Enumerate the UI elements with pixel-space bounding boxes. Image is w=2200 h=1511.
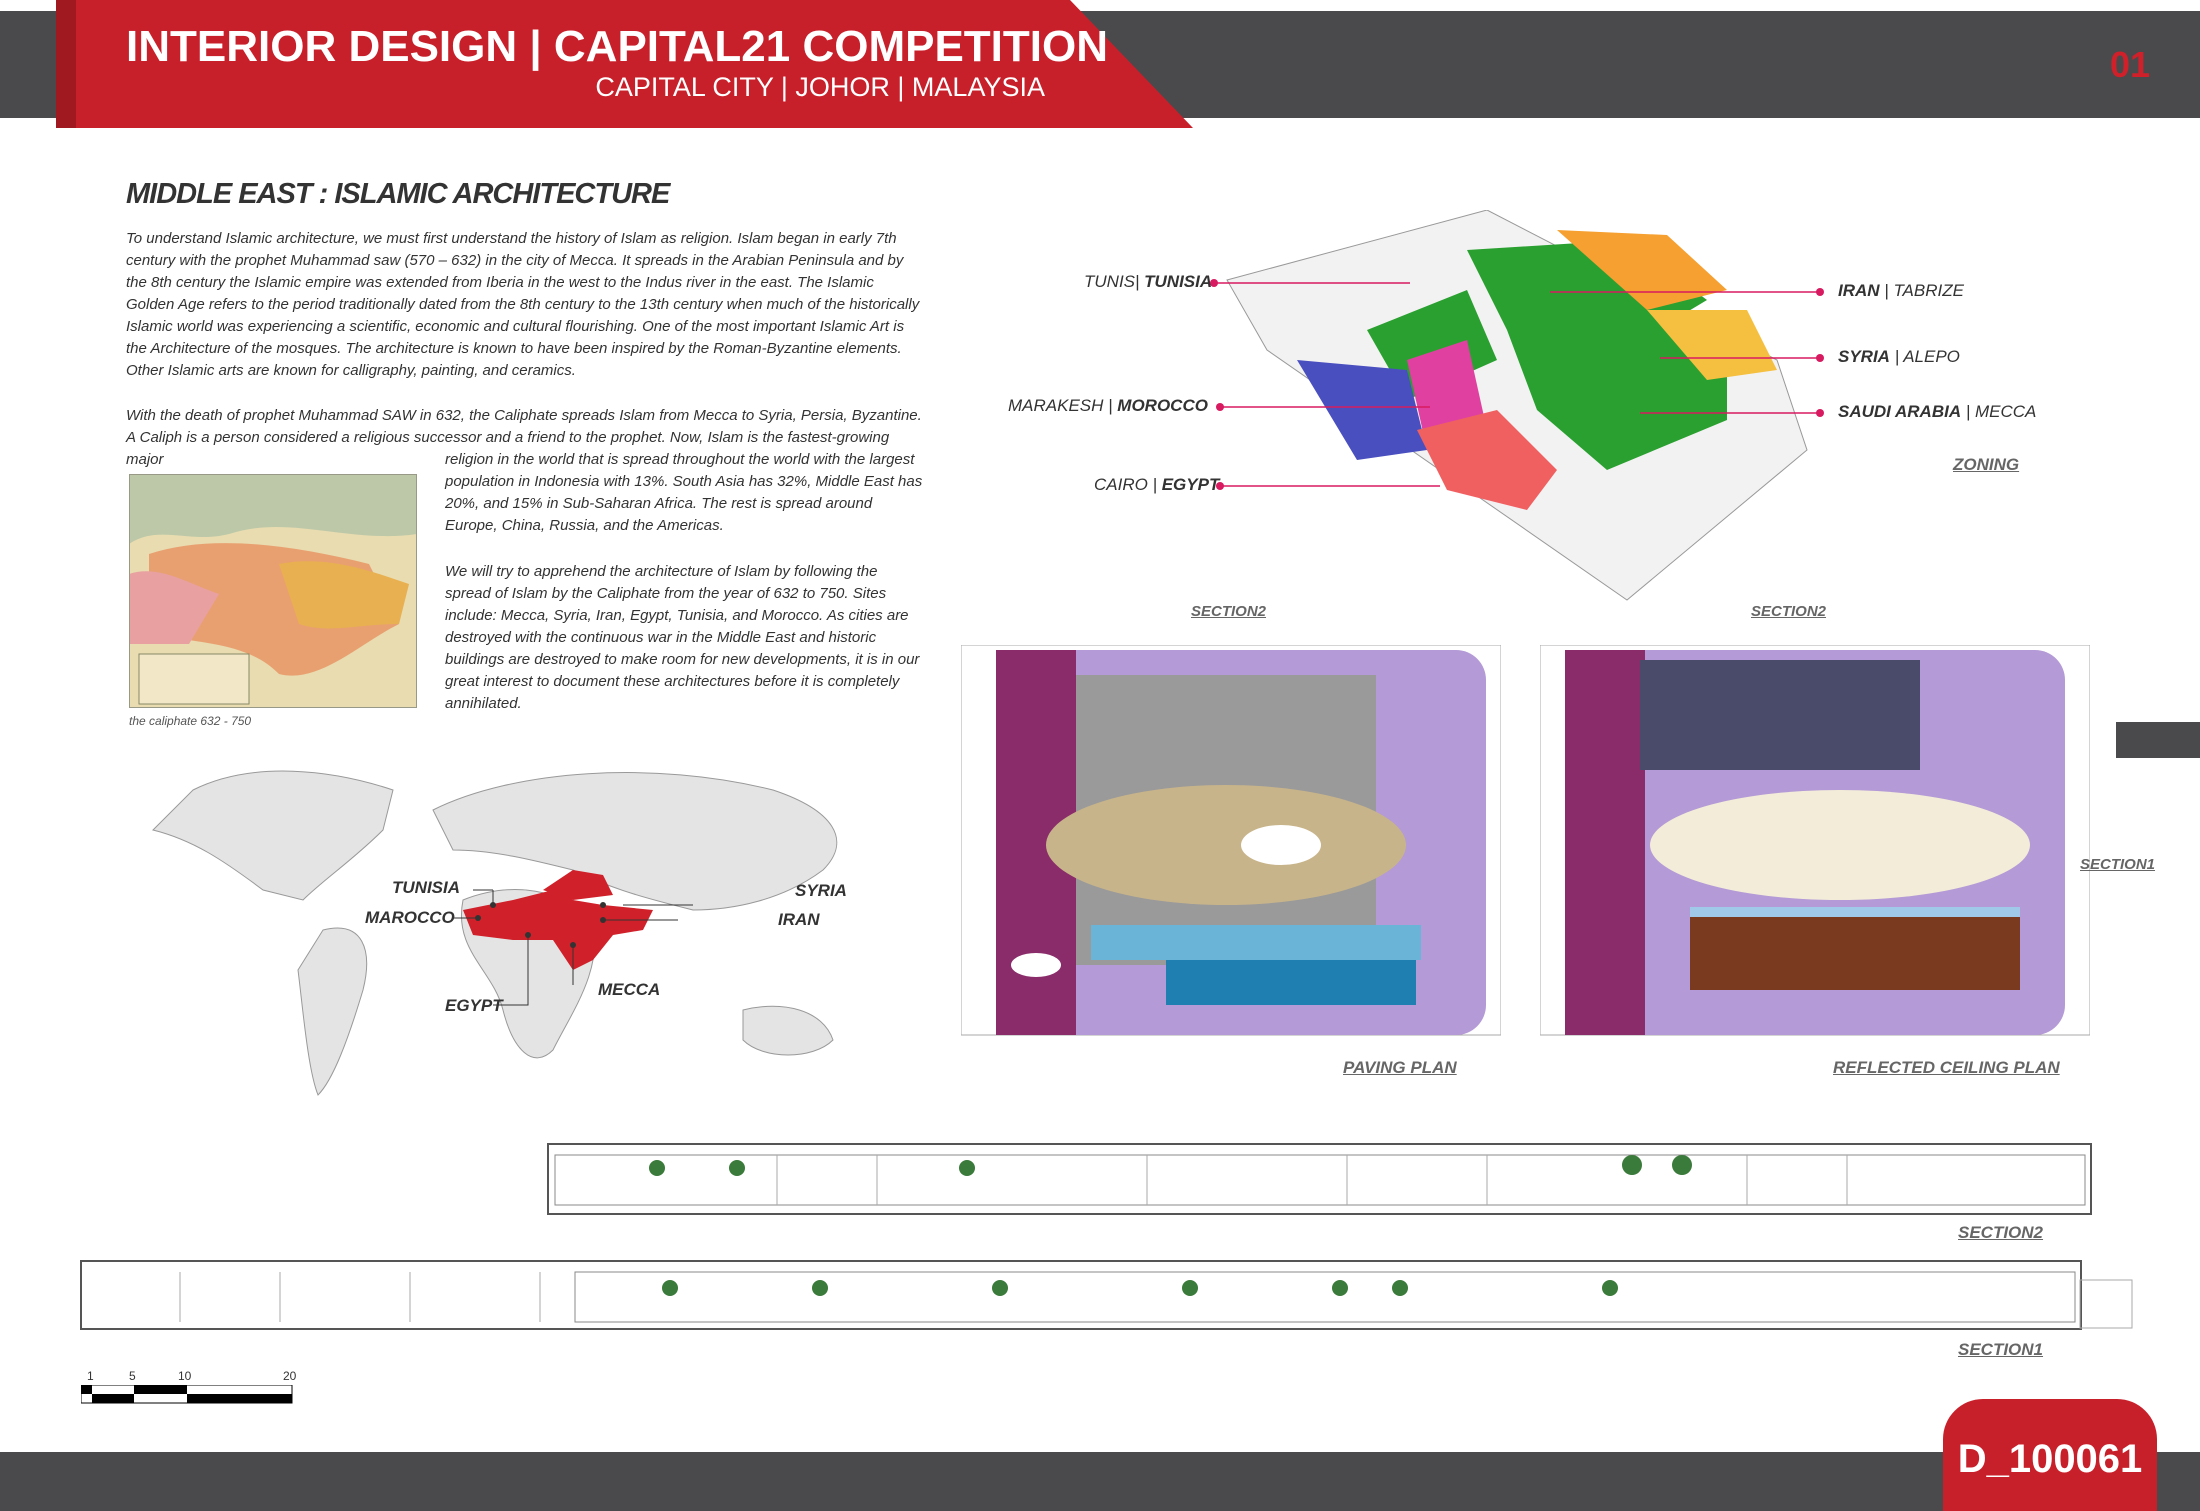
section1-title: SECTION1 — [1958, 1340, 2044, 1359]
paving-plan-title: PAVING PLAN — [1343, 1058, 1457, 1077]
page-number: 01 — [2110, 44, 2151, 85]
paragraph-4: We will try to apprehend the architectur… — [445, 563, 920, 712]
zone-label-tunisia: TUNIS| TUNISIA — [1084, 272, 1213, 291]
section2-drawing — [547, 1143, 2092, 1215]
section-title: MIDDLE EAST : ISLAMIC ARCHITECTURE — [126, 178, 670, 210]
scale-tick-10: 10 — [178, 1369, 192, 1383]
zoning-title: ZONING — [1953, 455, 2020, 474]
map-label-mecca: MECCA — [598, 980, 661, 999]
rcp-section1-label: SECTION1 — [2080, 856, 2156, 873]
zone-label-egypt: CAIRO | EGYPT — [1094, 475, 1220, 494]
paving-section2-label: SECTION2 — [1191, 603, 1267, 620]
paragraph-3: religion in the world that is spread thr… — [445, 451, 923, 534]
scale-tick-20: 20 — [283, 1369, 297, 1383]
side-tab — [2116, 722, 2200, 758]
section2-title: SECTION2 — [1958, 1223, 2044, 1242]
rcp-title: REFLECTED CEILING PLAN — [1833, 1058, 2060, 1077]
scale-tick-1: 1 — [87, 1369, 94, 1383]
zone-label-morocco: MARAKESH | MOROCCO — [1008, 396, 1208, 415]
paving-plan-drawing — [961, 645, 1501, 1036]
reflected-ceiling-plan-drawing — [1540, 645, 2090, 1036]
world-map — [152, 770, 838, 1096]
footer-band — [0, 1452, 2200, 1511]
map-caption: the caliphate 632 - 750 — [129, 714, 252, 728]
zone-label-mecca: SAUDI ARABIA | MECCA — [1838, 402, 2037, 421]
rcp-section2-label: SECTION2 — [1751, 603, 1827, 620]
map-label-egypt: EGYPT — [445, 996, 503, 1015]
header-red-banner — [56, 0, 1193, 128]
paragraph-2: With the death of prophet Muhammad SAW i… — [126, 407, 922, 468]
paragraph-1: To understand Islamic architecture, we m… — [126, 230, 920, 379]
map-label-marocco: MAROCCO — [365, 908, 455, 927]
header-title: INTERIOR DESIGN | CAPITAL21 COMPETITION — [126, 22, 1109, 71]
drawing-code: D_100061 — [1943, 1399, 2157, 1511]
section1-drawing — [80, 1260, 2133, 1330]
zone-label-syria: SYRIA | ALEPO — [1838, 347, 1960, 366]
zoning-leader-lines — [1210, 279, 1824, 490]
scale-tick-5: 5 — [129, 1369, 136, 1383]
zone-label-iran: IRAN | TABRIZE — [1838, 281, 1964, 300]
map-label-tunisia: TUNISIA — [392, 878, 460, 897]
header-subtitle: CAPITAL CITY | JOHOR | MALAYSIA — [595, 72, 1045, 102]
scale-bar — [81, 1385, 293, 1404]
map-label-iran: IRAN — [778, 910, 820, 929]
caliphate-map-image — [129, 474, 417, 708]
map-label-syria: SYRIA — [795, 881, 847, 900]
zoning-axonometric — [1226, 210, 1808, 601]
